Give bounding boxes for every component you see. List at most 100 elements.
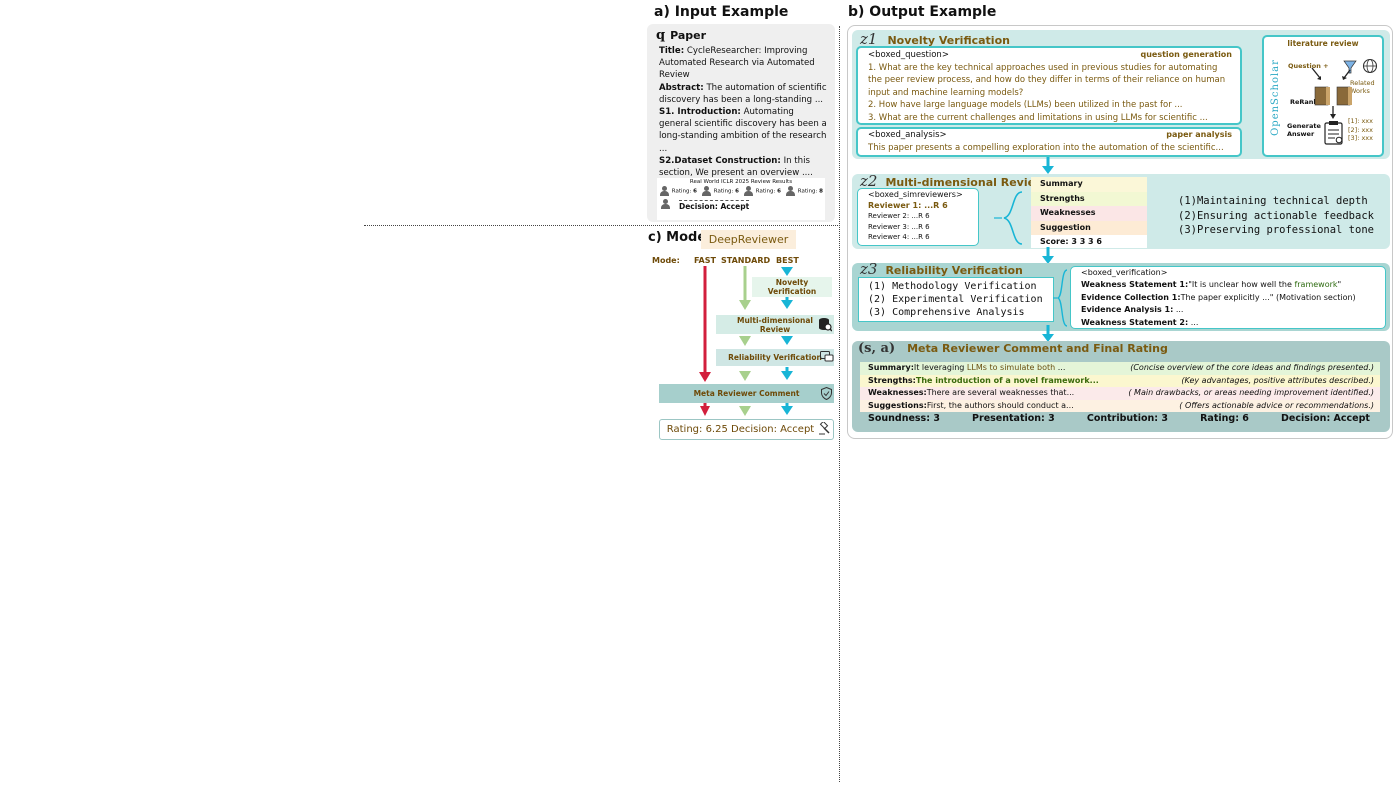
- evidence-analysis-1: Evidence Analysis 1: ...: [1081, 305, 1184, 315]
- lit-refs: [1]: xxx [2]: xxx [3]: xxx: [1348, 117, 1374, 142]
- brace-connector-2: [1053, 269, 1068, 327]
- reviewer-2: Reviewer 2: ...R 6: [868, 212, 930, 220]
- aspect-weaknesses: Weaknesses: [1031, 206, 1147, 221]
- model-heading: c) Model: [648, 230, 711, 245]
- lit-rerank: ReRank: [1290, 98, 1318, 106]
- real-review-box: Real World ICLR 2025 Review Results Rati…: [657, 178, 825, 220]
- score-presentation: Presentation: 3: [972, 413, 1055, 424]
- paper-abstract: Abstract: The automation of scientific d…: [659, 82, 827, 105]
- goal-2: (2)Ensuring actionable feedback: [1178, 209, 1374, 222]
- shield-icon: [821, 387, 832, 400]
- meta-scores: Soundness: 3 Presentation: 3 Contributio…: [868, 413, 1370, 424]
- z1-header: z1 Novelty Verification: [860, 30, 1010, 48]
- question-generation-label: question generation: [1140, 50, 1232, 59]
- paper-header: q Paper: [656, 28, 706, 43]
- step-multi-dimensional-review: Multi-dimensional Review: [716, 315, 834, 334]
- meta-row-weaknesses: Weaknesses:There are several weaknesses …: [860, 387, 1380, 400]
- meta-row-suggestions: Suggestions:First, the authors should co…: [860, 399, 1380, 412]
- review-rating-1: Rating: 6: [659, 186, 697, 196]
- mode-standard: STANDARD: [721, 256, 771, 265]
- model-flow-arrows: [699, 266, 793, 416]
- z3-header: z3 Reliability Verification: [860, 260, 1023, 278]
- review-decision-row: Decision: Accept: [657, 196, 825, 211]
- funnel-icon: [1343, 60, 1357, 74]
- literature-review-graphic: [1311, 58, 1378, 145]
- paper-icon: q: [656, 28, 666, 43]
- step-novelty-verification: Novelty Verification: [752, 277, 832, 297]
- paper-title: Title: CycleResearcher: Improving Automa…: [659, 46, 815, 81]
- reviewer-icon: [743, 186, 754, 196]
- step-reliability-verification: Reliability Verification: [716, 349, 834, 366]
- meta-row-strengths: Strengths:The introduction of a novel fr…: [860, 374, 1380, 387]
- boxed-question-box: <boxed_question> question generation 1. …: [856, 46, 1242, 125]
- review-decision: Decision: Accept: [679, 199, 750, 211]
- paper-s1: S1. Introduction: Automating general sci…: [659, 107, 827, 154]
- meta-row-note: ( Offers actionable advice or recommenda…: [1179, 400, 1374, 410]
- fast-arrowhead: [699, 372, 711, 382]
- brace-connector: [994, 191, 1023, 245]
- verification-item-1: (1) Methodology Verification: [868, 281, 1037, 292]
- boxed-analysis-box: <boxed_analysis> paper analysis This pap…: [856, 127, 1242, 157]
- meta-row-note: (Key advantages, positive attributes des…: [1181, 375, 1374, 385]
- meta-title: Meta Reviewer Comment and Final Rating: [907, 342, 1168, 355]
- score-soundness: Soundness: 3: [868, 413, 940, 424]
- flow-arrow-z3-meta: [1042, 325, 1054, 342]
- input-heading: a) Input Example: [654, 4, 789, 20]
- z2-label: z2: [860, 172, 878, 190]
- openscholar-brand: OpenScholar: [1269, 58, 1281, 136]
- review-goals: (1)Maintaining technical depth (2)Ensuri…: [1178, 194, 1374, 238]
- review-title: Real World ICLR 2025 Review Results: [689, 179, 793, 185]
- verification-list-box: (1) Methodology Verification (2) Experim…: [858, 277, 1054, 322]
- z3-label: z3: [860, 260, 878, 278]
- question-1: 1. What are the key technical approaches…: [868, 62, 1226, 98]
- review-rating-4: Rating: 8: [785, 186, 823, 196]
- best-arrow: [781, 267, 793, 276]
- lit-generate-answer: Generate Answer: [1287, 122, 1321, 138]
- review-rating-3: Rating: 6: [743, 186, 781, 196]
- meta-rows: Summary:It leveraging LLMs to simulate b…: [860, 362, 1380, 412]
- review-ratings: Rating: 6 Rating: 6 Rating: 6 Rating: 8: [657, 185, 825, 196]
- z2-header: z2 Multi-dimensional Review: [860, 172, 1045, 190]
- step-meta-reviewer-comment: Meta Reviewer Comment: [659, 384, 834, 403]
- flow-arrow-z1-z2: [1042, 157, 1054, 174]
- output-heading: b) Output Example: [848, 4, 997, 20]
- lit-question: Question +: [1288, 62, 1329, 70]
- model-name-badge: DeepReviewer: [701, 230, 796, 249]
- reviewer-icon: [659, 186, 670, 196]
- reviewer-icon: [701, 186, 712, 196]
- paper-content: Title: CycleResearcher: Improving Automa…: [659, 45, 827, 188]
- goal-3: (3)Preserving professional tone: [1178, 224, 1374, 236]
- database-search-icon: [819, 318, 832, 332]
- paper-s2: S2.Dataset Construction: In this section…: [659, 155, 813, 179]
- aspect-summary: Summary: [1031, 177, 1147, 192]
- weakness-statement-2: Weakness Statement 2: ...: [1081, 317, 1199, 327]
- book-stack-icon: [1314, 86, 1352, 106]
- weakness-statement-1: Weakness Statement 1:"It is unclear how …: [1081, 280, 1342, 290]
- aspect-suggestion: Suggestion: [1031, 220, 1147, 235]
- meta-header: (s, a) Meta Reviewer Comment and Final R…: [858, 341, 1168, 356]
- mode-fast: FAST: [694, 256, 716, 265]
- mode-label: Mode:: [652, 256, 680, 265]
- verification-item-2: (2) Experimental Verification: [868, 294, 1043, 305]
- model-result-box: Rating: 6.25 Decision: Accept: [659, 419, 834, 440]
- boxed-verification-box: <boxed_verification> Weakness Statement …: [1070, 266, 1386, 329]
- boxed-question-tag: <boxed_question>: [868, 50, 949, 60]
- evidence-collection-1: Evidence Collection 1:The paper explicit…: [1081, 292, 1356, 302]
- mode-best: BEST: [776, 256, 799, 265]
- boxed-analysis-tag: <boxed_analysis>: [868, 130, 947, 140]
- score-contribution: Contribution: 3: [1086, 413, 1168, 424]
- meta-label: (s, a): [858, 341, 896, 356]
- z2-title: Multi-dimensional Review: [885, 176, 1046, 189]
- paper-label: Paper: [670, 29, 707, 42]
- score-decision: Decision: Accept: [1281, 413, 1370, 424]
- reviewer-3: Reviewer 3: ...R 6: [868, 222, 930, 231]
- reviewer-icon: [785, 186, 796, 196]
- question-3: 3. What are the current challenges and l…: [868, 112, 1208, 123]
- reviewer-4: Reviewer 4: ...R 6: [868, 233, 930, 241]
- gavel-icon: [819, 422, 830, 435]
- chat-check-icon: [820, 351, 834, 362]
- analysis-text: This paper presents a compelling explora…: [868, 142, 1224, 153]
- meta-row-note: (Concise overview of the core ideas and …: [1130, 363, 1374, 372]
- vertical-divider: [839, 26, 840, 782]
- question-2: 2. How have large language models (LLMs)…: [868, 100, 1183, 110]
